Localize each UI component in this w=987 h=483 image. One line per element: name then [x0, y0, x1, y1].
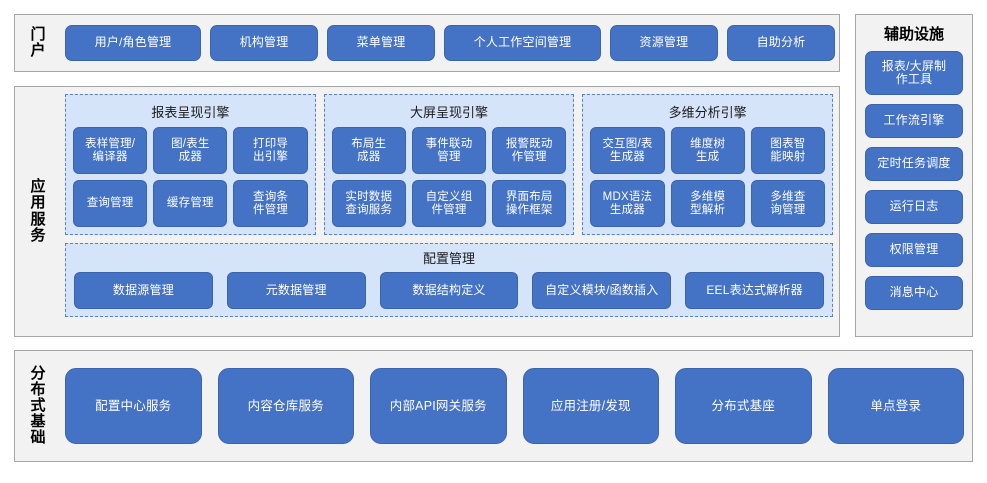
- aux-button-4-权限管理[interactable]: 权限管理: [865, 233, 963, 267]
- aux-facilities-list: 报表/大屏制 作工具工作流引擎定时任务调度运行日志权限管理消息中心: [865, 51, 963, 310]
- engine-1-button-4-自定义组-件管理[interactable]: 自定义组 件管理: [411, 180, 487, 227]
- config-management-title: 配置管理: [422, 251, 475, 266]
- config-button-4-EEL表达式解析器[interactable]: EEL表达式解析器: [685, 272, 824, 309]
- engine-group-2-title: 多维分析引擎: [668, 105, 747, 120]
- engine-group-0-title: 报表呈现引擎: [151, 105, 230, 120]
- distributed-base-panel: 分布式基础 配置中心服务内容仓库服务内部API网关服务应用注册/发现分布式基座单…: [14, 350, 973, 462]
- config-button-1-元数据管理[interactable]: 元数据管理: [226, 272, 366, 309]
- distributed-button-5-单点登录[interactable]: 单点登录: [827, 368, 964, 444]
- portal-button-5-自助分析[interactable]: 自助分析: [726, 25, 836, 61]
- engine-0-button-0-表样管理--编译器[interactable]: 表样管理/ 编译器: [73, 127, 148, 174]
- engine-0-button-2-打印导-出引擎[interactable]: 打印导 出引擎: [233, 127, 308, 174]
- aux-button-1-工作流引擎[interactable]: 工作流引擎: [865, 104, 963, 138]
- engine-0-button-4-缓存管理[interactable]: 缓存管理: [153, 180, 228, 227]
- application-service-label: 应用服务: [15, 87, 61, 336]
- distributed-base-row: 配置中心服务内容仓库服务内部API网关服务应用注册/发现分布式基座单点登录: [65, 351, 964, 461]
- portal-button-0-用户-角色管理[interactable]: 用户/角色管理: [65, 25, 201, 61]
- distributed-base-label: 分布式基础: [15, 351, 61, 461]
- engine-1-button-3-实时数据-查询服务[interactable]: 实时数据 查询服务: [331, 180, 406, 227]
- engine-2-button-1-维度树-生成[interactable]: 维度树 生成: [670, 127, 745, 174]
- engine-0-button-1-图-表生-成器[interactable]: 图/表生 成器: [153, 127, 228, 174]
- config-button-3-自定义模块-函数插入[interactable]: 自定义模块/函数插入: [532, 272, 672, 309]
- engine-group-2: 多维分析引擎交互图/表 生成器维度树 生成图表智 能映射 MDX语法 生成器多维模…: [582, 94, 834, 235]
- portal-button-3-个人工作空间管理[interactable]: 个人工作空间管理: [444, 25, 601, 61]
- application-service-label-text: 应用服务: [30, 178, 46, 244]
- engine-1-button-0-布局生-成器[interactable]: 布局生 成器: [331, 127, 406, 174]
- distributed-button-2-内部API网关服务[interactable]: 内部API网关服务: [370, 368, 507, 444]
- engine-2-button-4-多维模-型解析[interactable]: 多维模 型解析: [670, 180, 745, 227]
- engine-group-2-grid: 交互图/表 生成器维度树 生成图表智 能映射 MDX语法 生成器多维模 型解析多维…: [590, 127, 826, 227]
- engine-1-button-2-报警既动-作管理[interactable]: 报警既动 作管理: [492, 127, 567, 174]
- distributed-button-3-应用注册-发现[interactable]: 应用注册/发现: [522, 368, 659, 444]
- engine-1-button-5-界面布局-操作框架[interactable]: 界面布局 操作框架: [492, 180, 567, 227]
- aux-button-3-运行日志[interactable]: 运行日志: [865, 190, 963, 224]
- aux-facilities-panel: 辅助设施 报表/大屏制 作工具工作流引擎定时任务调度运行日志权限管理消息中心: [855, 14, 973, 337]
- distributed-button-4-分布式基座[interactable]: 分布式基座: [675, 368, 812, 444]
- engine-group-1-grid: 布局生 成器事件联动 管理报警既动 作管理实时数据 查询服务自定义组 件管理界面…: [331, 127, 567, 227]
- portal-button-1-机构管理[interactable]: 机构管理: [209, 25, 319, 61]
- portal-label: 门户: [15, 15, 61, 71]
- application-service-body: 报表呈现引擎表样管理/ 编译器图/表生 成器打印导 出引擎查询管理缓存管理查询条…: [65, 94, 834, 329]
- aux-button-0-报表-大屏制-作工具[interactable]: 报表/大屏制 作工具: [865, 51, 963, 95]
- engine-0-button-5-查询条-件管理[interactable]: 查询条 件管理: [233, 180, 308, 227]
- portal-label-text: 门户: [30, 25, 46, 59]
- engine-group-row: 报表呈现引擎表样管理/ 编译器图/表生 成器打印导 出引擎查询管理缓存管理查询条…: [65, 94, 834, 235]
- engine-2-button-5-多维查-询管理[interactable]: 多维查 询管理: [750, 180, 826, 227]
- distributed-base-label-text: 分布式基础: [30, 364, 46, 447]
- distributed-button-1-内容仓库服务[interactable]: 内容仓库服务: [217, 368, 354, 444]
- aux-button-5-消息中心[interactable]: 消息中心: [865, 276, 963, 310]
- engine-1-button-1-事件联动-管理[interactable]: 事件联动 管理: [411, 127, 487, 174]
- config-button-0-数据源管理[interactable]: 数据源管理: [74, 272, 213, 309]
- portal-button-row: 用户/角色管理机构管理菜单管理个人工作空间管理资源管理自助分析: [65, 15, 836, 71]
- engine-group-1-title: 大屏呈现引擎: [410, 105, 489, 120]
- aux-button-2-定时任务调度[interactable]: 定时任务调度: [865, 147, 963, 181]
- engine-2-button-2-图表智-能映射[interactable]: 图表智 能映射: [750, 127, 826, 174]
- config-button-2-数据结构定义[interactable]: 数据结构定义: [379, 272, 519, 309]
- application-service-panel: 应用服务 报表呈现引擎表样管理/ 编译器图/表生 成器打印导 出引擎查询管理缓存…: [14, 86, 840, 337]
- config-management-group: 配置管理 数据源管理元数据管理数据结构定义自定义模块/函数插入 EEL表达式解析器: [65, 243, 833, 317]
- engine-group-0: 报表呈现引擎表样管理/ 编译器图/表生 成器打印导 出引擎查询管理缓存管理查询条…: [65, 94, 316, 235]
- distributed-button-0-配置中心服务[interactable]: 配置中心服务: [65, 368, 202, 444]
- portal-button-2-菜单管理[interactable]: 菜单管理: [327, 25, 436, 61]
- portal-button-4-资源管理[interactable]: 资源管理: [609, 25, 718, 61]
- config-management-row: 数据源管理元数据管理数据结构定义自定义模块/函数插入 EEL表达式解析器: [74, 272, 824, 309]
- engine-2-button-3-MDX语法-生成器[interactable]: MDX语法 生成器: [590, 180, 665, 227]
- portal-panel: 门户 用户/角色管理机构管理菜单管理个人工作空间管理资源管理自助分析: [14, 14, 840, 72]
- engine-2-button-0-交互图-表-生成器[interactable]: 交互图/表 生成器: [590, 127, 665, 174]
- aux-facilities-title: 辅助设施: [883, 26, 944, 43]
- engine-group-0-grid: 表样管理/ 编译器图/表生 成器打印导 出引擎查询管理缓存管理查询条 件管理: [73, 127, 308, 227]
- engine-0-button-3-查询管理[interactable]: 查询管理: [73, 180, 148, 227]
- engine-group-1: 大屏呈现引擎布局生 成器事件联动 管理报警既动 作管理实时数据 查询服务自定义组…: [323, 94, 575, 235]
